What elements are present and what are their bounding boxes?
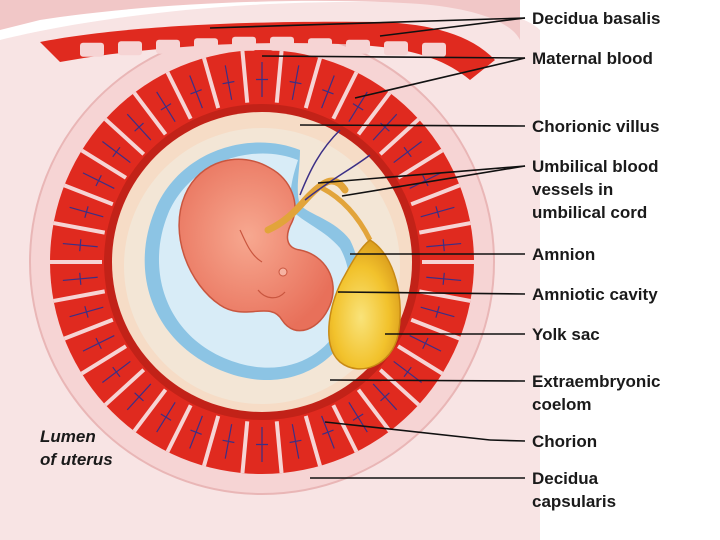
label-extraembryonic-coelom-2: coelom <box>532 395 592 414</box>
label-yolk-sac: Yolk sac <box>532 325 600 344</box>
label-umbilical-vessels-1: Umbilical blood <box>532 157 659 176</box>
label-lumen-2: of uterus <box>40 450 113 469</box>
label-decidua-capsularis-1: Decidua <box>532 469 599 488</box>
label-chorionic-villus: Chorionic villus <box>532 117 660 136</box>
label-lumen-1: Lumen <box>40 427 96 446</box>
label-maternal-blood: Maternal blood <box>532 49 653 68</box>
label-decidua-capsularis-2: capsularis <box>532 492 616 511</box>
label-decidua-basalis: Decidua basalis <box>532 9 661 28</box>
label-umbilical-vessels-2: vessels in <box>532 180 613 199</box>
embryo-eye <box>279 268 287 276</box>
label-umbilical-vessels-3: umbilical cord <box>532 203 647 222</box>
label-extraembryonic-coelom-1: Extraembryonic <box>532 372 661 391</box>
label-chorion: Chorion <box>532 432 597 451</box>
label-amniotic-cavity: Amniotic cavity <box>532 285 658 304</box>
label-amnion: Amnion <box>532 245 595 264</box>
